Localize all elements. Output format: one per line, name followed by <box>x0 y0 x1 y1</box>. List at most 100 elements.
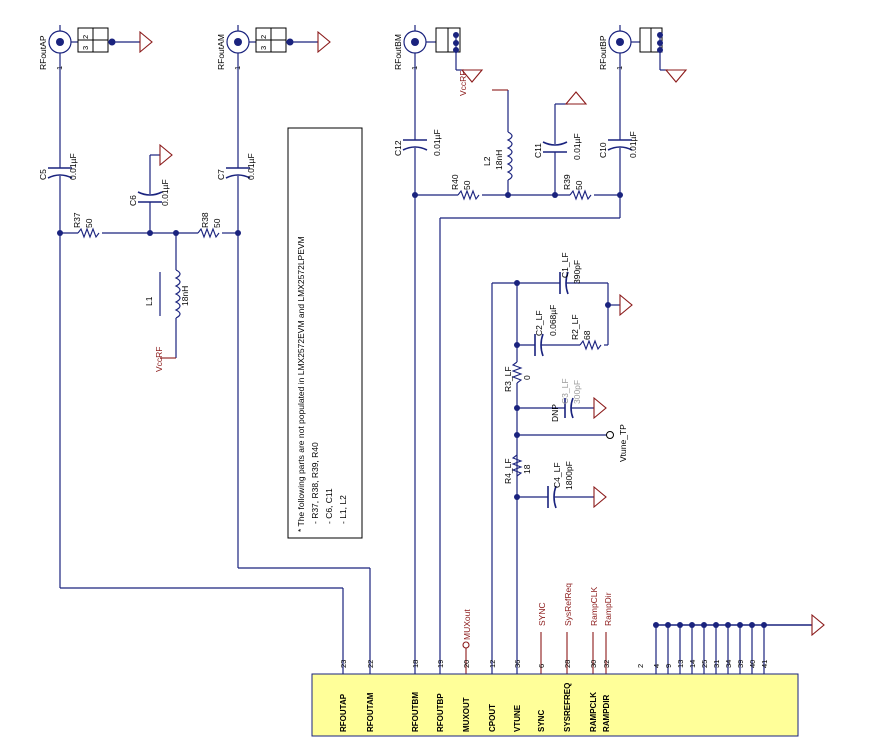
c12-value: 0.01µF <box>432 129 442 156</box>
pin-number-20: 20 <box>462 660 471 668</box>
gnd-pin-number: 25 <box>700 660 709 668</box>
gnd-pin-number: 14 <box>688 660 697 668</box>
connector-rfoutap-label: RFoutAP <box>38 35 48 70</box>
svg-text:2: 2 <box>81 35 90 39</box>
c7-value: 0.01µF <box>246 153 256 180</box>
gnd-pin-number: 40 <box>748 660 757 668</box>
pin-name-rampdir: RAMPDIR <box>602 694 611 732</box>
c6-ref: C6 <box>128 195 138 206</box>
c2-lf-ref: C2_LF <box>534 310 544 336</box>
vccrf-label-a: VccRF <box>154 347 164 373</box>
r38-value: 50 <box>212 218 222 228</box>
dnp-label: DNP <box>550 404 560 422</box>
r39-ref: R39 <box>562 174 572 190</box>
l1-ref: L1 <box>144 296 154 306</box>
gnd-pin-number: 9 <box>664 664 673 668</box>
pin-name-vtune: VTUNE <box>513 704 522 732</box>
connector-rfoutap: 2 3 RFoutAP 1 <box>38 25 153 70</box>
pin-name-rfoutbp: RFOUTBP <box>436 693 445 732</box>
pin-number-6: 6 <box>537 664 546 668</box>
r38-ref: R38 <box>200 212 210 228</box>
r4-lf-ref: R4_LF <box>503 458 513 484</box>
connector-rfoutam-label: RFoutAM <box>216 34 226 70</box>
svg-text:3: 3 <box>81 46 90 50</box>
c4-lf-ref: C4_LF <box>552 462 562 488</box>
pin-name-rfoutam: RFOUTAM <box>366 692 375 732</box>
c1-lf-value: 390pF <box>572 260 582 284</box>
l2-ref: L2 <box>482 156 492 166</box>
c11-value: 0.01µF <box>572 133 582 160</box>
gnd-pin-number: 34 <box>724 660 733 668</box>
net-rampclk: RampCLK <box>589 586 599 626</box>
pin-number-12: 12 <box>488 660 497 668</box>
connector-rfoutbp: RFoutBP 1 <box>598 25 688 83</box>
r38-body <box>197 227 220 239</box>
connector-rfoutbm: RFoutBM 1 <box>393 25 484 83</box>
note-line3: - C6, C11 <box>324 488 334 524</box>
c10-ref: C10 <box>598 142 608 158</box>
note-line4: - L1, L2 <box>338 495 348 524</box>
gnd-junction <box>749 622 755 628</box>
c10-value: 0.01µF <box>628 131 638 158</box>
connector-rfoutbm-label: RFoutBM <box>393 34 403 70</box>
c3-lf-ref: C3_LF <box>560 378 570 404</box>
note-line1: * The following parts are not populated … <box>296 236 306 532</box>
l2-value: 18nH <box>494 150 504 170</box>
r3-lf-ref: R3_LF <box>503 366 513 392</box>
pin-number-36: 36 <box>513 660 522 668</box>
gnd-junction <box>737 622 743 628</box>
l1-value: 18nH <box>180 286 190 306</box>
c6-value: 0.01µF <box>160 179 170 206</box>
gnd-pin-number: 13 <box>676 660 685 668</box>
c12-ref: C12 <box>393 140 403 156</box>
gnd-pin-number: 31 <box>712 660 721 668</box>
note-box: * The following parts are not populated … <box>287 127 363 539</box>
c2-lf-value: 0.068µF <box>548 305 558 336</box>
pin-name-muxout: MUXOUT <box>462 697 471 732</box>
r2-lf-ref: R2_LF <box>570 314 580 340</box>
pin-name-rampclk: RAMPCLK <box>589 692 598 732</box>
r37-body <box>77 227 100 239</box>
gnd-junction <box>701 622 707 628</box>
gnd-pin-number: 4 <box>652 664 661 668</box>
connector-rfoutam: 2 3 RFoutAM 1 <box>216 25 331 70</box>
connector-rfoutbp-label: RFoutBP <box>598 35 608 70</box>
pin-number-22: 22 <box>366 660 375 668</box>
c3-lf-value: 300pF <box>572 380 582 404</box>
gnd-junction <box>761 622 767 628</box>
gnd-pin-number: 2 <box>636 664 645 668</box>
c4-lf-value: 1800pF <box>564 461 574 490</box>
l1-body <box>174 269 181 319</box>
pin-name-sync: SYNC <box>537 710 546 732</box>
r37-ref: R37 <box>72 212 82 228</box>
pin-number-19: 19 <box>436 660 445 668</box>
net-sysrefreq: SysRefReq <box>563 583 573 626</box>
r39-value: 50 <box>574 180 584 190</box>
r4-lf-value: 18 <box>522 464 532 474</box>
vccrf-label-b: VccRF <box>458 71 468 97</box>
vtune-tp-label: Vtune_TP <box>618 424 628 462</box>
pin-number-18: 18 <box>411 660 420 668</box>
pin-name-sysrefreq: SYSREFREQ <box>563 683 572 732</box>
pin-name-rfoutbm: RFOUTBM <box>411 692 420 732</box>
net-sync: SYNC <box>537 602 547 626</box>
pin-name-rfoutap: RFOUTAP <box>339 693 348 732</box>
net-muxout: MUXout <box>462 609 472 640</box>
gnd-junction <box>677 622 683 628</box>
gnd-junction <box>713 622 719 628</box>
pin-number-30: 30 <box>589 660 598 668</box>
gnd-pin-number: 41 <box>760 660 769 668</box>
c1-lf-ref: C1_LF <box>560 252 570 278</box>
r3-lf-value: 0 <box>522 375 532 380</box>
gnd-junction <box>653 622 659 628</box>
c11-ref: C11 <box>533 143 543 158</box>
pin-number-23: 23 <box>339 660 348 668</box>
r40-ref: R40 <box>450 174 460 190</box>
svg-text:3: 3 <box>259 46 268 50</box>
gnd-junction <box>689 622 695 628</box>
net-rampdir: RampDir <box>603 592 613 626</box>
gnd-junction <box>725 622 731 628</box>
note-line2: - R37, R38, R39, R40 <box>310 442 320 524</box>
